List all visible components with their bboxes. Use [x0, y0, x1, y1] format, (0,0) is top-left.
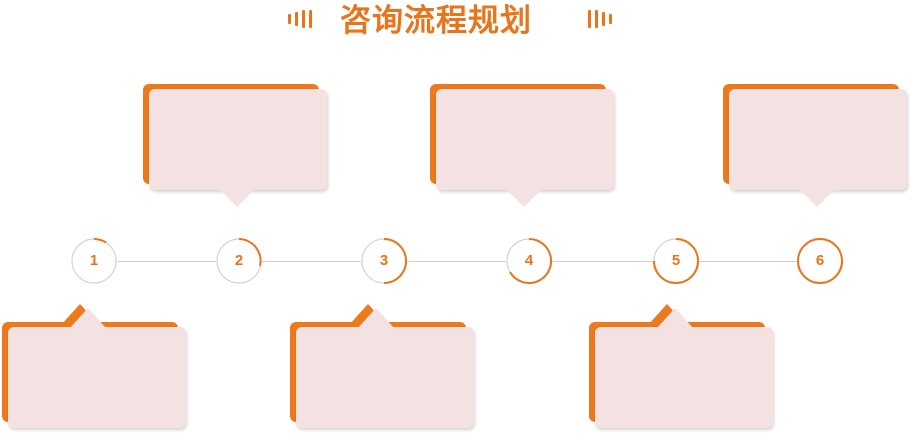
step-number: 4: [524, 252, 534, 269]
callout-body: [296, 327, 474, 428]
step-node-1: 1: [71, 238, 117, 284]
callout-box-step-3: [290, 304, 474, 428]
title-area: 咨询流程规划: [0, 0, 912, 44]
callout-pointer: [657, 308, 693, 328]
title-right-bars-icon: [588, 10, 618, 28]
callout-box-step-5: [589, 304, 773, 428]
step-ring-icon: [653, 238, 699, 284]
callout-box-step-6: [723, 84, 907, 207]
callout-pointer: [70, 308, 106, 328]
callout-box-step-4: [430, 84, 614, 207]
step-node-5: 5: [653, 238, 699, 284]
step-ring-icon: [216, 238, 262, 284]
page-title: 咨询流程规划: [340, 3, 532, 39]
callout-pointer: [799, 189, 835, 207]
callout-body: [149, 89, 327, 190]
step-node-6: 6: [797, 238, 843, 284]
step-number: 3: [379, 252, 389, 269]
step-ring-icon: [506, 238, 552, 284]
step-node-4: 4: [506, 238, 552, 284]
callout-pointer: [219, 189, 255, 207]
callout-pointer: [358, 308, 394, 328]
step-node-2: 2: [216, 238, 262, 284]
callout-pointer: [506, 189, 542, 207]
callout-body: [436, 89, 614, 190]
step-number: 6: [815, 252, 825, 269]
timeline-line: [94, 261, 820, 262]
title-left-bars-icon: [288, 10, 318, 28]
step-number: 1: [89, 252, 99, 269]
step-ring-icon: [71, 238, 117, 284]
callout-box-step-2: [143, 84, 327, 207]
step-ring-icon: [797, 238, 843, 284]
step-number: 2: [234, 252, 244, 269]
callout-body: [595, 327, 773, 428]
step-number: 5: [671, 252, 681, 269]
callout-body: [8, 327, 186, 428]
callout-body: [729, 89, 907, 190]
step-node-3: 3: [361, 238, 407, 284]
step-ring-icon: [361, 238, 407, 284]
callout-box-step-1: [2, 304, 186, 428]
